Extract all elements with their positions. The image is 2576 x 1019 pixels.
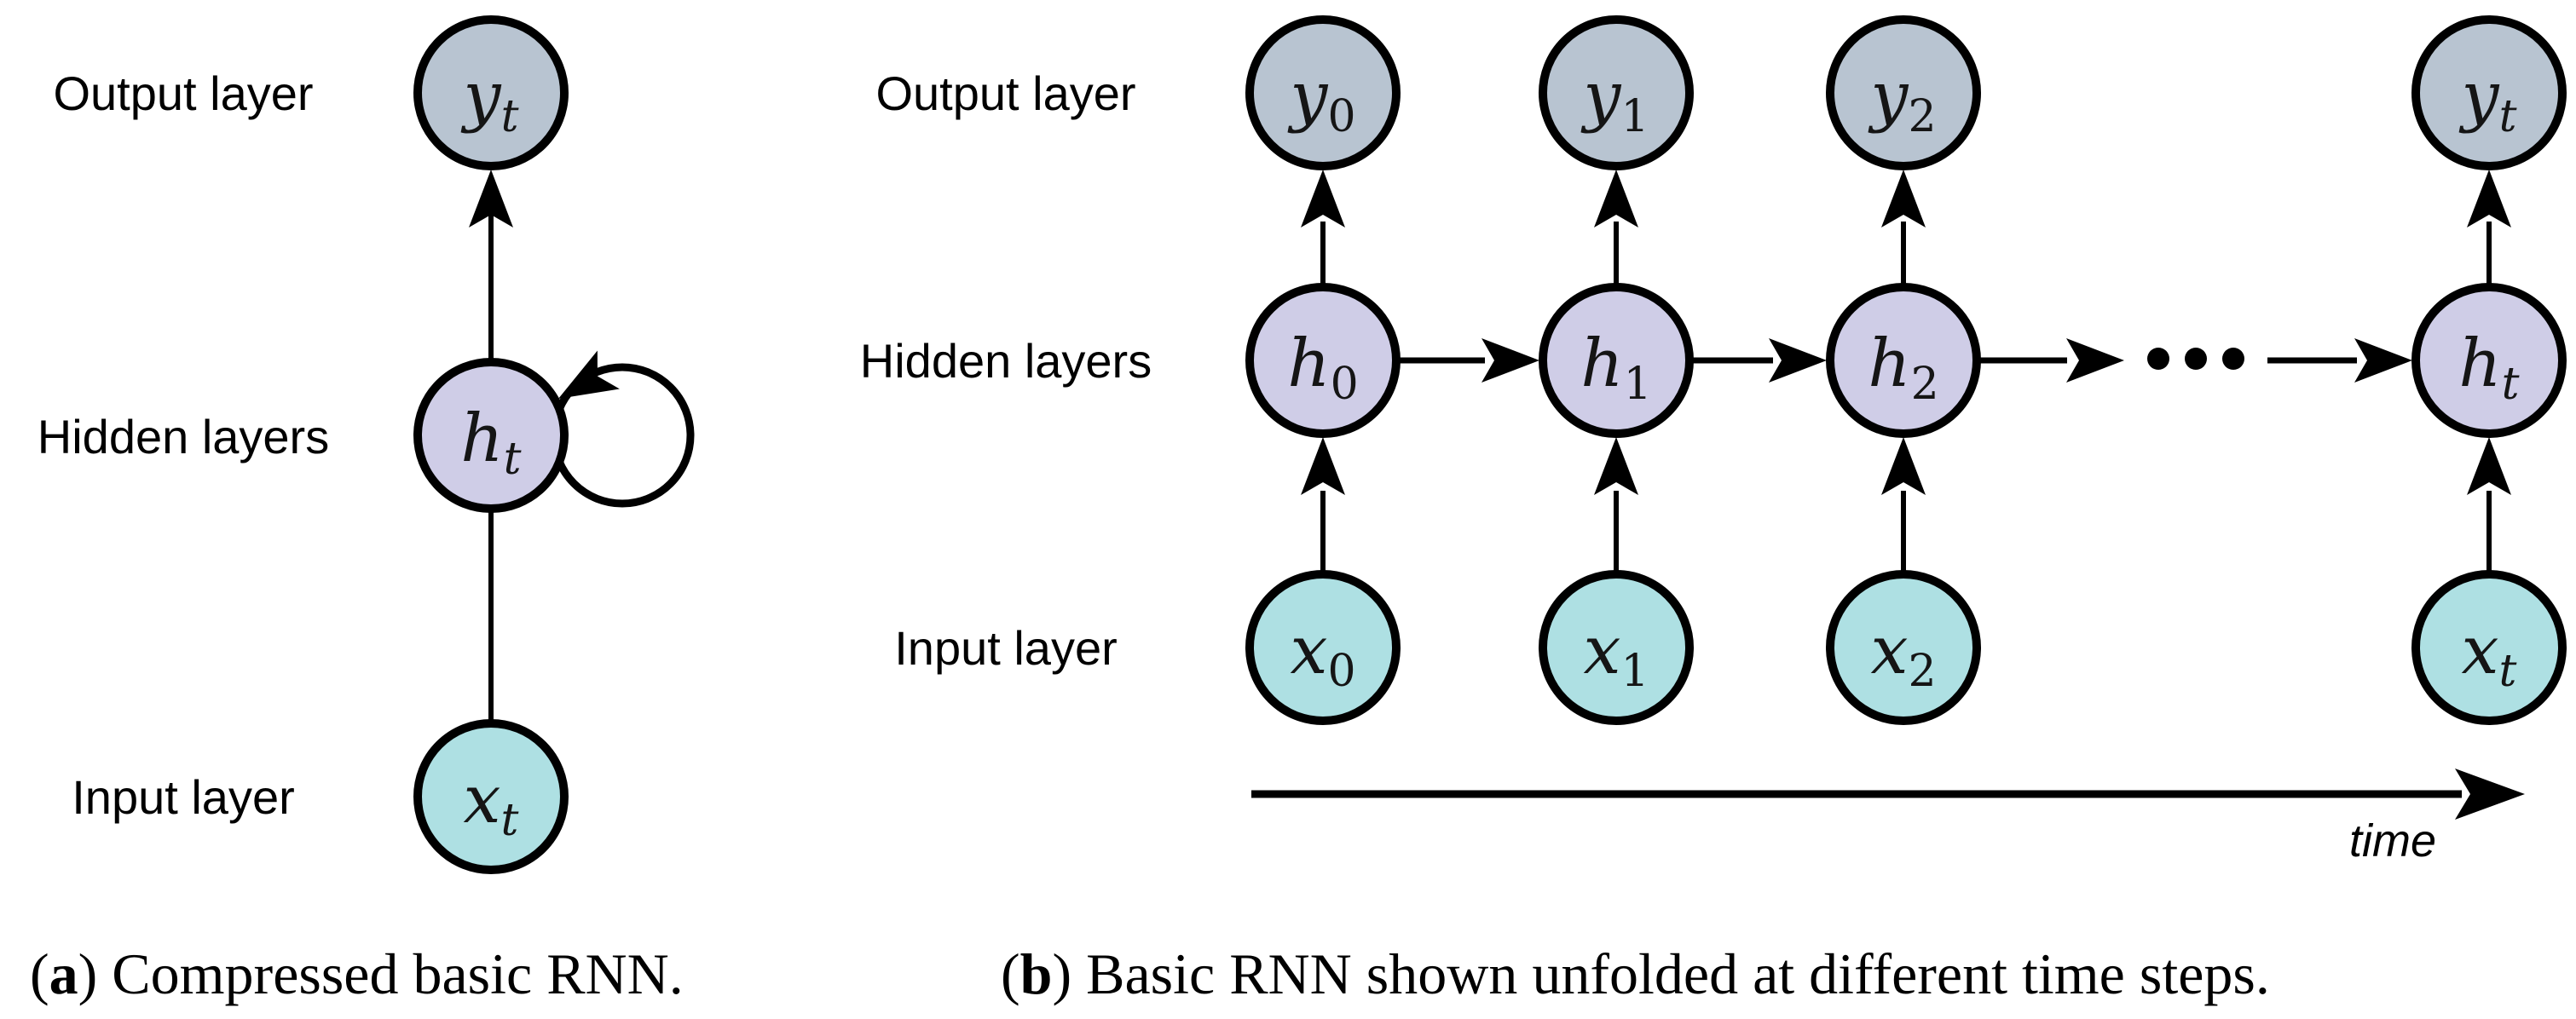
node-b-h0-circle	[1245, 283, 1401, 438]
node-b-x2-circle	[1826, 570, 1981, 725]
node-a-ht-label: ht	[460, 400, 521, 485]
ellipsis-dot-3	[2222, 348, 2244, 370]
arrowhead-into-h0	[1301, 437, 1345, 495]
node-b-y1: y1	[1539, 15, 1694, 170]
panel-a-output-layer-label: Output layer	[53, 66, 313, 120]
node-b-x0-circle	[1245, 570, 1401, 725]
arrowhead-into-yt-b	[2467, 170, 2511, 227]
node-b-ht: ht	[2411, 283, 2567, 438]
node-b-h2-circle	[1826, 283, 1981, 438]
node-b-y2-circle	[1826, 15, 1981, 170]
node-b-h0: h0	[1245, 283, 1401, 438]
panel-b-hidden-layers-label: Hidden layers	[860, 334, 1152, 388]
arrowhead-into-ht-left	[2354, 338, 2412, 383]
node-b-x2: x2	[1826, 570, 1981, 725]
node-b-h0-label: h0	[1287, 325, 1358, 410]
node-a-ht: ht	[413, 358, 569, 513]
node-b-y0-label: y0	[1287, 58, 1355, 142]
node-a-xt-circle	[413, 719, 569, 874]
node-b-yt: yt	[2411, 15, 2567, 170]
time-axis-label: time	[2349, 815, 2436, 866]
arrowhead-into-y1	[1594, 170, 1638, 227]
node-b-h1-circle	[1539, 283, 1694, 438]
panel-b-output-layer-label: Output layer	[875, 66, 1135, 120]
panel-a-input-layer-label: Input layer	[72, 770, 295, 824]
caption-a: (a) Compressed basic RNN.	[30, 941, 684, 1006]
ellipsis-dots	[2147, 348, 2244, 370]
node-b-xt-label: xt	[2462, 613, 2517, 697]
node-b-ht-circle	[2411, 283, 2567, 438]
node-a-xt-label: xt	[464, 762, 519, 846]
node-b-y2-label: y2	[1868, 58, 1936, 142]
node-a-yt-circle	[413, 15, 569, 170]
node-b-x0: x0	[1245, 570, 1401, 725]
node-b-x1-circle	[1539, 570, 1694, 725]
node-a-ht-circle	[413, 358, 569, 513]
ellipsis-dot-2	[2185, 348, 2207, 370]
arrowhead-into-y2	[1881, 170, 1926, 227]
node-b-yt-label: yt	[2459, 58, 2517, 142]
node-b-y0-circle	[1245, 15, 1401, 170]
arrowhead-into-ellipsis	[2066, 338, 2124, 383]
arrowhead-into-h2-left	[1769, 338, 1827, 383]
arrowhead-into-h1	[1594, 437, 1638, 495]
node-b-ht-label: ht	[2458, 325, 2519, 410]
edges-x-to-h	[1301, 437, 2511, 571]
panel-a-hidden-layers-label: Hidden layers	[38, 410, 329, 463]
caption-b: (b) Basic RNN shown unfolded at differen…	[1001, 941, 2270, 1006]
arrowhead-into-y0	[1301, 170, 1345, 227]
node-b-x0-label: x0	[1290, 613, 1355, 697]
arrowhead-into-h1-left	[1481, 338, 1539, 383]
node-a-yt-label: yt	[461, 58, 519, 142]
panel-b-input-layer-label: Input layer	[894, 621, 1118, 675]
node-b-xt: xt	[2411, 570, 2567, 725]
time-axis-arrowhead	[2455, 769, 2525, 820]
node-b-h2-label: h2	[1868, 325, 1938, 410]
node-b-y2: y2	[1826, 15, 1981, 170]
ellipsis-dot-1	[2147, 348, 2169, 370]
panel-b: Output layer Hidden layers Input layer	[860, 15, 2567, 1006]
node-a-yt: yt	[413, 15, 569, 170]
node-b-x2-label: x2	[1870, 613, 1936, 697]
panel-a: Output layer Hidden layers Input layer y…	[30, 15, 695, 1006]
node-b-yt-circle	[2411, 15, 2567, 170]
node-a-xt: xt	[413, 719, 569, 874]
node-b-x1-label: x1	[1583, 613, 1649, 697]
arrowhead-into-ht	[2467, 437, 2511, 495]
edges-h-to-h	[1400, 338, 2412, 383]
node-b-xt-circle	[2411, 570, 2567, 725]
node-b-h2: h2	[1826, 283, 1981, 438]
edges-h-to-y	[1301, 170, 2511, 284]
time-axis: time	[1251, 769, 2525, 866]
node-b-y1-label: y1	[1580, 58, 1649, 142]
arrowhead-into-h2	[1881, 437, 1926, 495]
node-b-h1: h1	[1539, 283, 1694, 438]
node-b-y0: y0	[1245, 15, 1401, 170]
node-b-x1: x1	[1539, 570, 1694, 725]
node-b-h1-label: h1	[1580, 325, 1651, 410]
node-b-y1-circle	[1539, 15, 1694, 170]
